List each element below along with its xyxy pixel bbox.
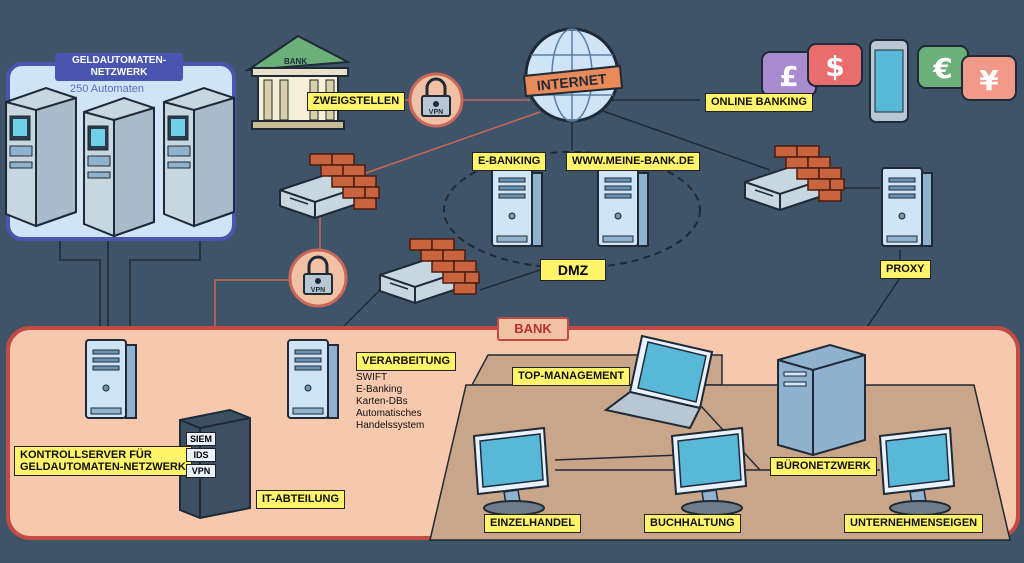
currency-yen: ¥ [979, 64, 999, 97]
bank-label: BANK [497, 317, 569, 341]
e-banking-server [491, 167, 543, 247]
bank-icon-label: BANK [284, 57, 307, 66]
internet-label: INTERNET [536, 70, 608, 93]
processing-server [287, 339, 339, 419]
atm-control-server-label: KONTROLLSERVER FÜR GELDAUTOMATEN-NETZWER… [14, 446, 192, 476]
branches-label: ZWEIGSTELLEN [307, 92, 406, 111]
proxy-label: PROXY [880, 260, 931, 279]
processing-item: Handelssystem [356, 420, 425, 431]
atm-machine [163, 87, 235, 227]
atm-control-server-label-line1: KONTROLLSERVER FÜR [20, 449, 152, 461]
processing-label: VERARBEITUNG [356, 352, 457, 371]
bank-building-icon [244, 34, 352, 130]
dmz-label: DMZ [540, 259, 606, 281]
dmz-zone [443, 151, 701, 269]
atm-network-title: GELDAUTOMATEN-NETZWERK [55, 53, 183, 81]
atm-control-server [85, 339, 137, 419]
corporate-label: UNTERNEHMENSEIGEN [844, 514, 984, 533]
smartphone-icon [869, 39, 909, 123]
firewall-icon [379, 238, 480, 304]
processing-item: Karten-DBs [356, 396, 408, 407]
internet-globe-icon [522, 27, 624, 123]
top-management-label: TOP-MANAGEMENT [512, 367, 631, 386]
ids-unit: IDS [186, 448, 216, 462]
it-department-label: IT-ABTEILUNG [256, 490, 345, 509]
atm-machine [5, 87, 77, 227]
website-server [597, 167, 649, 247]
processing-item: E-Banking [356, 384, 403, 395]
atm-count: 250 Automaten [70, 83, 145, 95]
vpn-label: VPN [429, 109, 443, 116]
retail-label: EINZELHANDEL [484, 514, 581, 533]
office-desktop-tower [777, 343, 866, 457]
firewall-icon [744, 145, 845, 211]
laptop-icon [603, 334, 714, 430]
vpn-unit: VPN [186, 464, 216, 478]
currency-bubbles [761, 43, 1017, 101]
accounting-label: BUCHHALTUNG [644, 514, 741, 533]
atm-machine [83, 97, 155, 237]
online-banking-label: ONLINE BANKING [705, 93, 813, 112]
currency-euro: € [932, 52, 952, 85]
vpn-lock-icon [288, 248, 348, 308]
currency-dollar: $ [825, 50, 844, 83]
proxy-server [881, 167, 933, 247]
office-network-label: BÜRONETZWERK [770, 457, 877, 476]
atm-control-server-label-line2: GELDAUTOMATEN-NETZWERK [20, 461, 186, 473]
vpn-lock-icon [408, 72, 464, 128]
currency-pound: £ [779, 60, 798, 93]
website-label: WWW.MEINE-BANK.DE [566, 152, 701, 171]
processing-item: Automatisches [356, 408, 422, 419]
vpn-label: VPN [311, 287, 325, 294]
e-banking-label: E-BANKING [472, 152, 547, 171]
firewall-icon [279, 153, 380, 219]
siem-unit: SIEM [186, 432, 216, 446]
processing-item: SWIFT [356, 372, 388, 383]
